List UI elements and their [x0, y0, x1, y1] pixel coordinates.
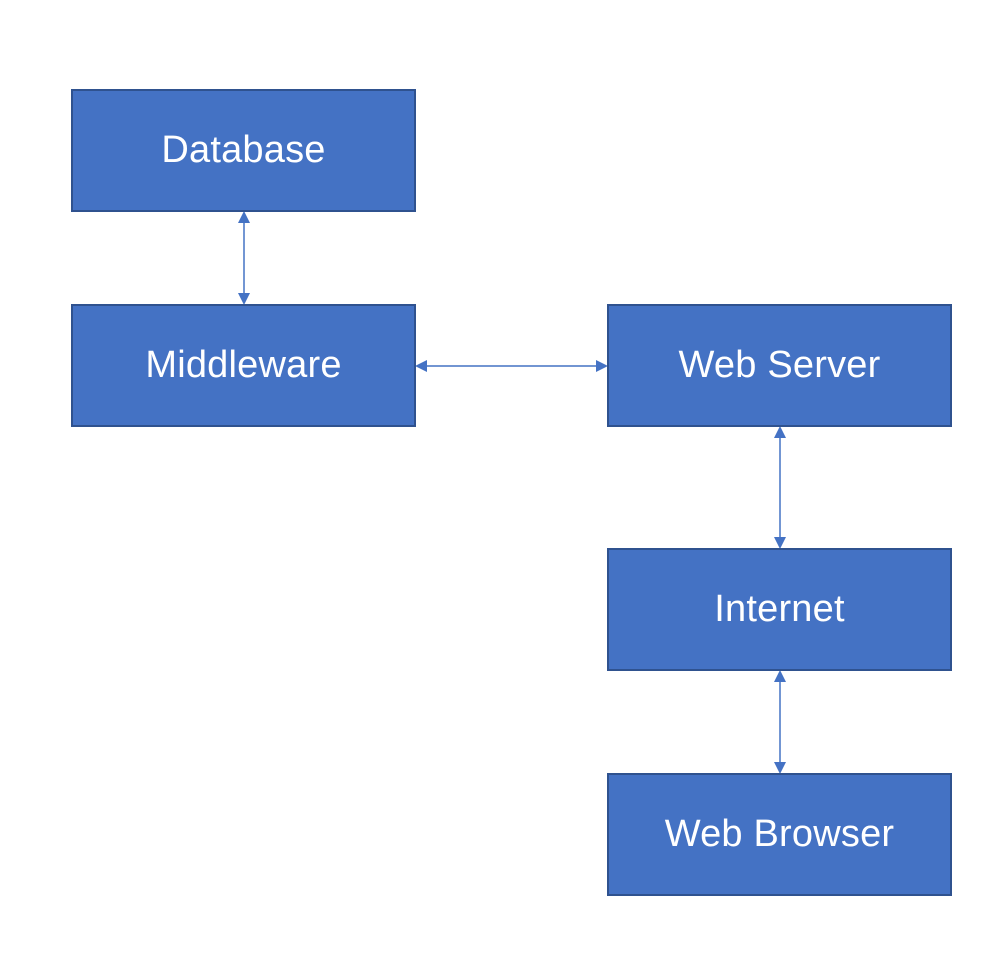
web-browser-label: Web Browser	[664, 813, 895, 855]
internet-label: Internet	[714, 588, 845, 630]
middleware-label: Middleware	[145, 344, 342, 386]
web-server-label: Web Server	[678, 344, 881, 386]
web-server-node[interactable]: Web Server	[607, 304, 952, 427]
middleware-node[interactable]: Middleware	[71, 304, 416, 427]
database-label: Database	[161, 129, 326, 171]
web-browser-node[interactable]: Web Browser	[607, 773, 952, 896]
internet-node[interactable]: Internet	[607, 548, 952, 671]
database-node[interactable]: Database	[71, 89, 416, 212]
